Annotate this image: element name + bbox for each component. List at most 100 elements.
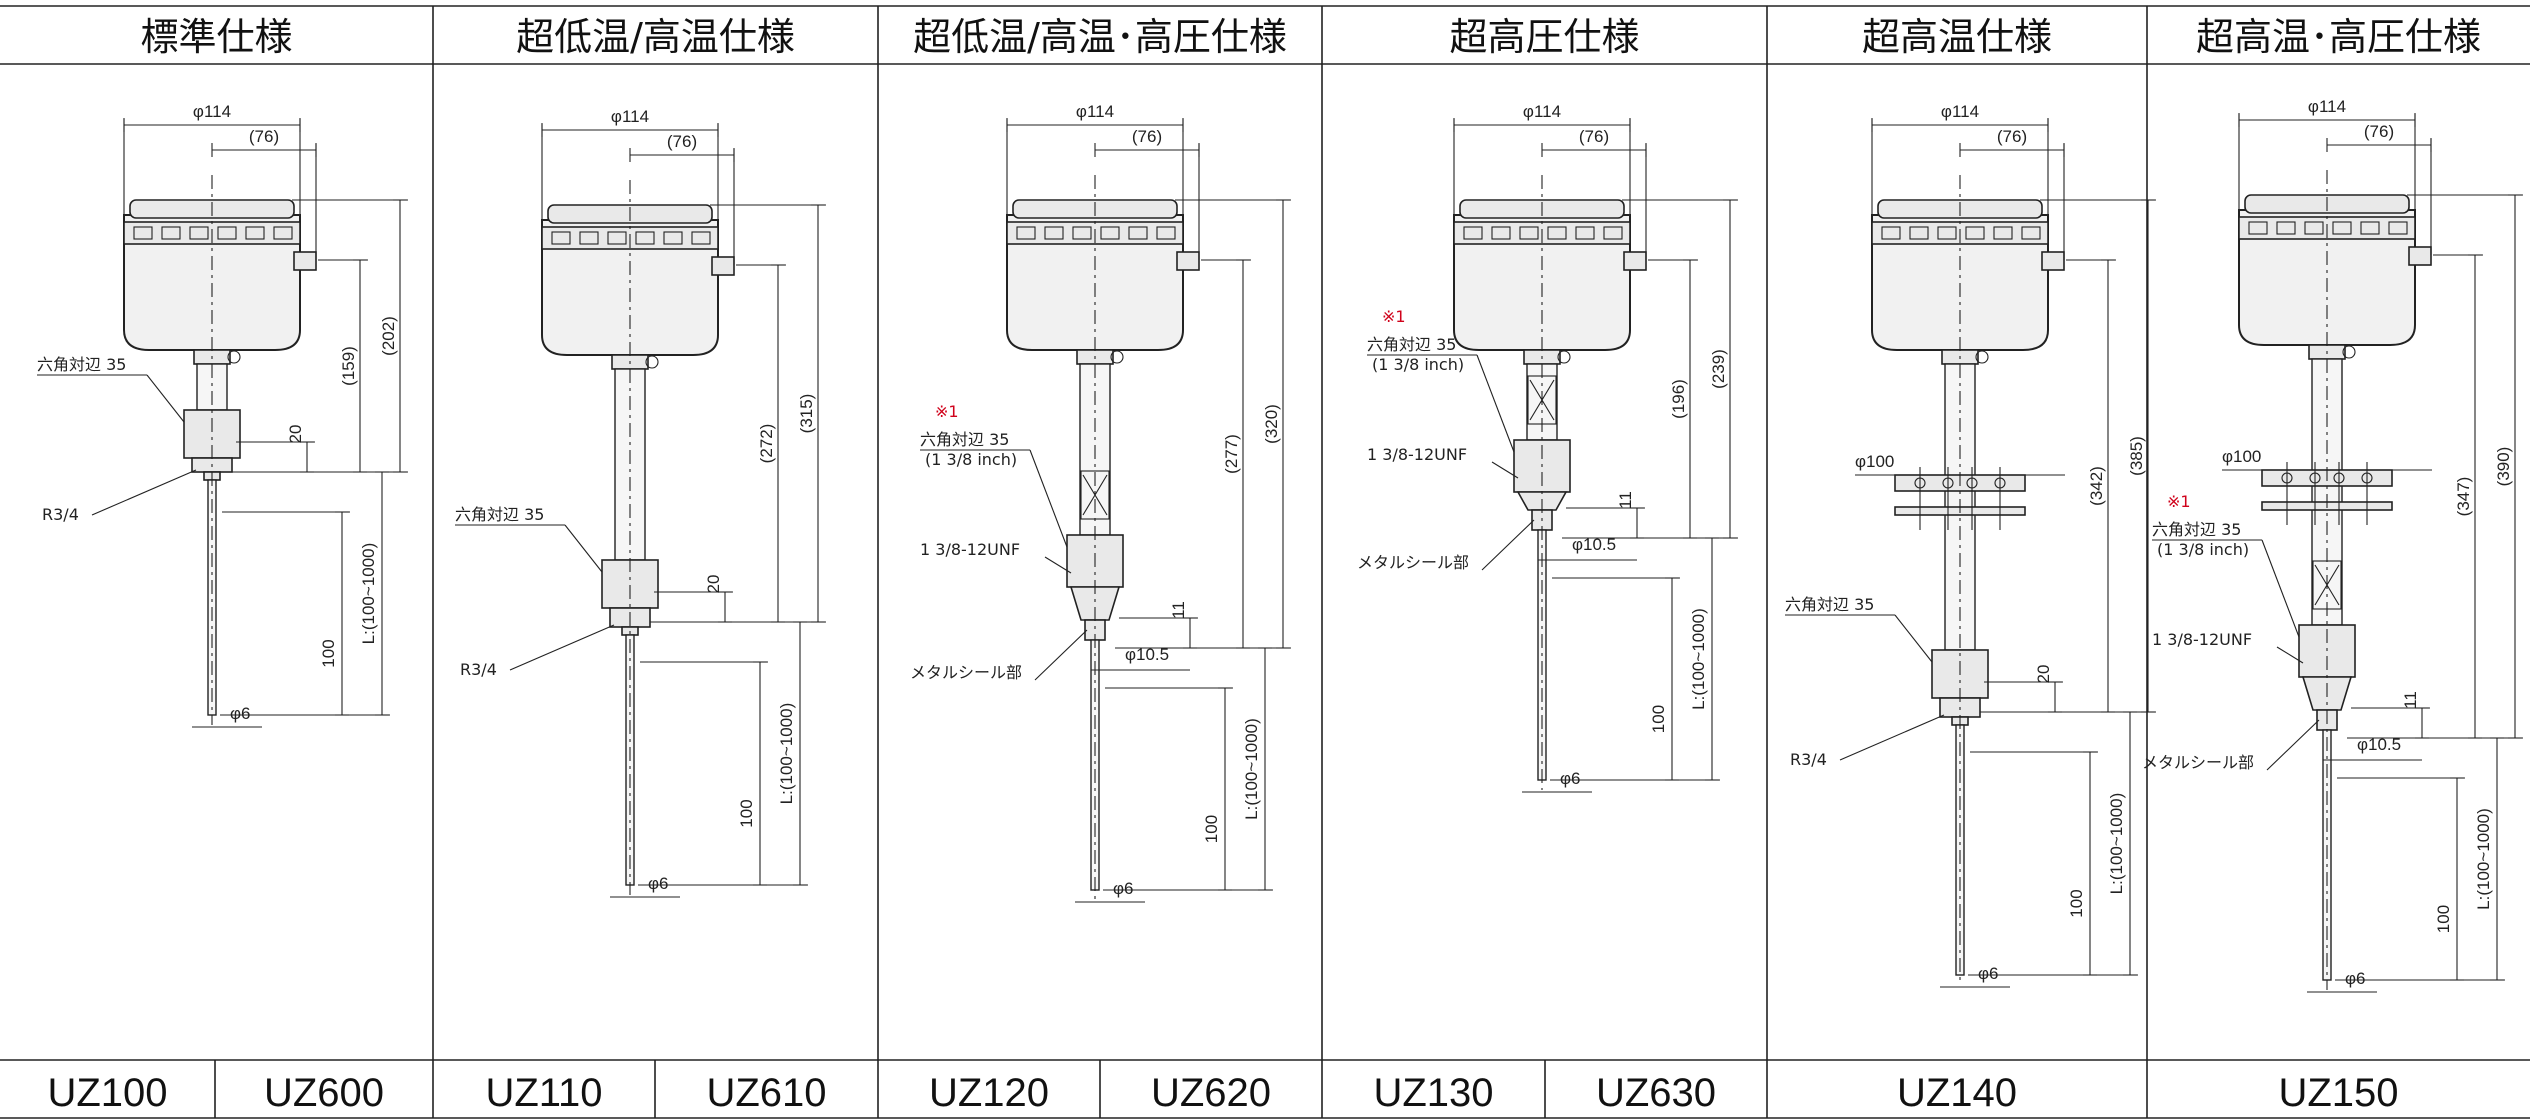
callout-leader xyxy=(564,524,603,573)
height-a-label: (277) xyxy=(1222,434,1241,474)
sensor-drawing: φ100φ114(76)(347)(390)11100L:(100~1000)φ… xyxy=(2142,97,2523,993)
model-label: UZ120 xyxy=(929,1071,1049,1115)
terminal-slot xyxy=(2021,226,2041,240)
model-label: UZ620 xyxy=(1151,1071,1271,1115)
terminal-slot xyxy=(1156,226,1176,240)
flange-diameter-label: φ100 xyxy=(1855,452,1894,471)
height-a-label: (159) xyxy=(339,346,358,386)
sensor-drawing: φ114(76)(272)(315)20100L:(100~1000)φ6六角対… xyxy=(455,107,826,898)
cable-gland xyxy=(1176,251,1200,271)
spec-header: 超高圧仕様 xyxy=(1449,15,1639,59)
insertion-length-label: L:(100~1000) xyxy=(2107,793,2126,895)
cable-gland xyxy=(2041,251,2065,271)
flange-bolt-head xyxy=(1914,477,1926,489)
terminal-slot xyxy=(2304,221,2324,235)
height-a-label: (347) xyxy=(2454,477,2473,517)
ground-screw xyxy=(1110,350,1124,364)
terminal-slot xyxy=(663,231,683,245)
terminal-slot xyxy=(189,226,209,240)
inner-width-label: (76) xyxy=(249,127,279,146)
insertion-length-label: L:(100~1000) xyxy=(1242,718,1261,820)
probe-length-label: 100 xyxy=(737,799,756,827)
height-a-label: (196) xyxy=(1669,379,1688,419)
width-label: φ114 xyxy=(2308,97,2346,116)
terminal-slot xyxy=(1603,226,1623,240)
hex-callout-label: 六角対辺 35 xyxy=(1367,335,1456,354)
terminal-slot xyxy=(2360,221,2380,235)
flange-bolt-head xyxy=(2333,472,2345,484)
callout-leader xyxy=(2261,539,2300,638)
inner-width-label: (76) xyxy=(1997,127,2027,146)
segment-label: 20 xyxy=(704,575,723,594)
terminal-slot xyxy=(635,231,655,245)
terminal-slot xyxy=(579,231,599,245)
note-marker: ※1 xyxy=(2167,492,2191,511)
height-b-label: (390) xyxy=(2494,447,2513,487)
thread-callout-label: 1 3/8-12UNF xyxy=(920,540,1020,559)
segment-label: 20 xyxy=(286,425,305,444)
hex-callout-label: 六角対辺 35 xyxy=(1785,595,1874,614)
callout-leader xyxy=(1481,519,1535,571)
ground-screw xyxy=(1557,350,1571,364)
note-marker: ※1 xyxy=(935,402,959,421)
probe-length-label: 100 xyxy=(2434,905,2453,933)
inner-width-label: (76) xyxy=(1132,127,1162,146)
sensor-drawing: φ114(76)(277)(320)11100L:(100~1000)φ6※1六… xyxy=(910,102,1291,903)
flange-diameter-label: φ100 xyxy=(2222,447,2261,466)
inner-width-label: (76) xyxy=(2364,122,2394,141)
callout-leader xyxy=(146,374,185,423)
model-label: UZ100 xyxy=(47,1071,167,1115)
height-a-label: (342) xyxy=(2087,466,2106,506)
callout-leader xyxy=(1476,354,1515,453)
ground-screw xyxy=(2342,345,2356,359)
spec-header: 超低温/高温･高圧仕様 xyxy=(913,15,1287,59)
model-label: UZ630 xyxy=(1596,1071,1716,1115)
spec-header: 超高温･高圧仕様 xyxy=(2196,15,2481,59)
spec-header: 超低温/高温仕様 xyxy=(516,15,795,59)
probe-length-label: 100 xyxy=(2067,889,2086,917)
ground-screw xyxy=(227,350,241,364)
model-label: UZ610 xyxy=(706,1071,826,1115)
cable-gland xyxy=(711,256,735,276)
terminal-slot xyxy=(2276,221,2296,235)
terminal-slot xyxy=(1463,226,1483,240)
probe-rod xyxy=(207,479,217,716)
segment-label: 11 xyxy=(1616,491,1635,509)
callout-leader xyxy=(509,624,615,671)
terminal-slot xyxy=(2248,221,2268,235)
terminal-slot xyxy=(1909,226,1929,240)
model-label: UZ110 xyxy=(485,1071,602,1115)
callout-leader xyxy=(1029,449,1068,548)
tip-diameter-label: φ6 xyxy=(230,704,250,723)
seal-callout-label: メタルシール部 xyxy=(2142,753,2254,772)
terminal-slot xyxy=(691,231,711,245)
segment-label: 11 xyxy=(1169,601,1188,619)
spec-header: 超高温仕様 xyxy=(1862,15,2052,59)
cable-gland xyxy=(1623,251,1647,271)
terminal-slot xyxy=(1016,226,1036,240)
sensor-drawing: φ100φ114(76)(342)(385)20100L:(100~1000)φ… xyxy=(1785,102,2156,988)
tip-diameter-label: φ6 xyxy=(1978,964,1998,983)
terminal-slot xyxy=(1993,226,2013,240)
terminal-slot xyxy=(245,226,265,240)
flange-bolt-head xyxy=(1966,477,1978,489)
inner-width-label: (76) xyxy=(1579,127,1609,146)
width-label: φ114 xyxy=(193,102,231,121)
housing-body xyxy=(123,214,301,351)
terminal-slot xyxy=(607,231,627,245)
tip-diameter-label: φ6 xyxy=(1560,769,1580,788)
terminal-slot xyxy=(1575,226,1595,240)
flange-bolt-head xyxy=(2309,472,2321,484)
model-label: UZ150 xyxy=(2278,1071,2398,1115)
seal-diameter-label: φ10.5 xyxy=(1125,645,1169,664)
segment-label: 20 xyxy=(2034,665,2053,684)
hex-inch-label: (1 3/8 inch) xyxy=(2157,540,2249,559)
callout-leader xyxy=(91,469,197,516)
terminal-slot xyxy=(1965,226,1985,240)
model-label: UZ140 xyxy=(1897,1071,2017,1115)
flat-marker xyxy=(1082,474,1108,516)
terminal-slot xyxy=(161,226,181,240)
terminal-slot xyxy=(1072,226,1092,240)
terminal-slot xyxy=(1881,226,1901,240)
